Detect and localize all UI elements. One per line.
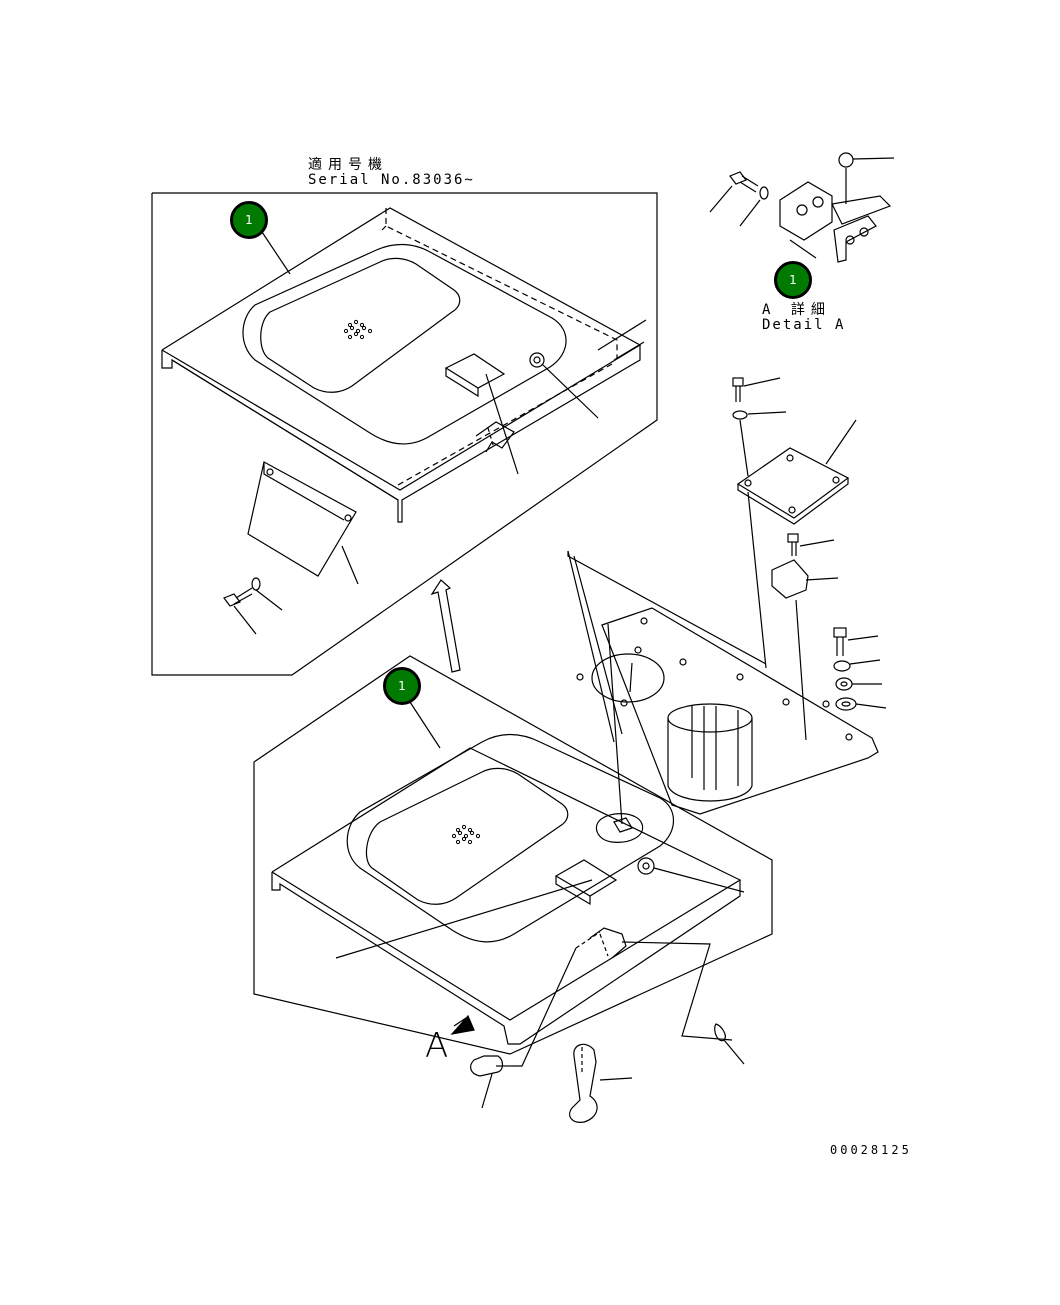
detail-label: Detail A	[762, 317, 846, 333]
callout-badge[interactable]: 1	[230, 201, 268, 239]
handle-parts	[470, 1023, 745, 1123]
assembly-arrow	[430, 579, 461, 673]
vent-holes-lower	[451, 824, 481, 845]
callout-badge[interactable]: 1	[774, 261, 812, 299]
base-panel	[567, 550, 879, 815]
callout-badge[interactable]: 1	[383, 667, 421, 705]
lower-cover	[253, 623, 773, 1067]
vent-holes	[343, 319, 373, 340]
serial-label: Serial No.83036~	[308, 172, 475, 188]
inset-frame	[151, 192, 658, 676]
view-letter-label: A	[425, 1026, 449, 1066]
detail-a-assembly	[709, 152, 895, 263]
view-a-arrow	[450, 1014, 475, 1035]
serial-label-japanese: 適用号機	[308, 157, 388, 173]
detail-label-japanese: A 詳細	[762, 302, 831, 318]
inset-bracket	[223, 461, 359, 635]
drawing-number: 00028125	[830, 1143, 912, 1157]
cover-plate-parts	[732, 377, 887, 741]
inset-cover	[161, 207, 647, 523]
